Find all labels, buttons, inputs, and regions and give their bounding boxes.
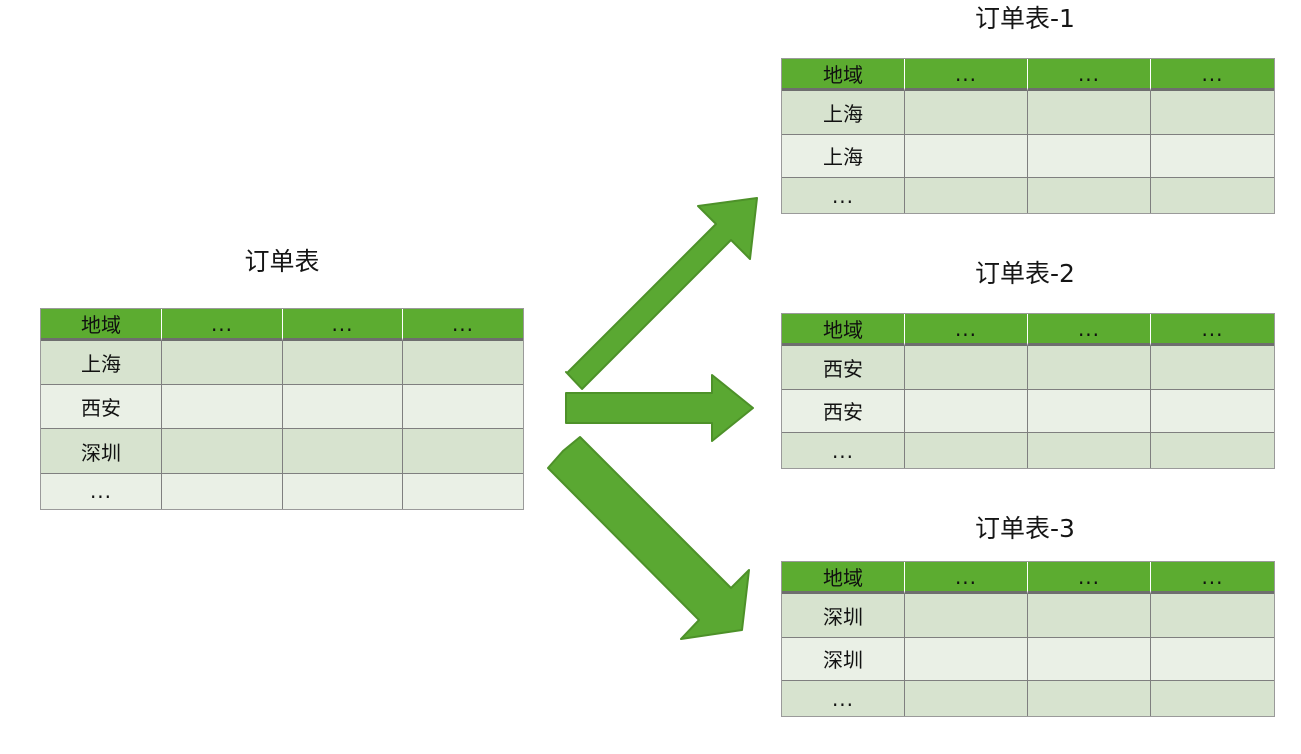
cell-blank [403,385,523,430]
table-row: ... [41,473,523,509]
column-header-2: ... [905,59,1028,91]
table-row: ... [782,433,1274,468]
cell-blank [283,429,403,474]
cell-region: ... [782,681,905,716]
cell-region: 西安 [782,346,905,390]
cell-region: 深圳 [41,429,162,474]
cell-blank [905,637,1028,682]
column-header-4: ... [403,309,523,341]
cell-blank [162,385,283,430]
table-row: 西安 [782,346,1274,390]
cell-blank [1151,346,1274,390]
cell-blank [905,346,1028,390]
column-header-2: ... [905,562,1028,594]
table-row: 上海 [782,91,1274,135]
cell-blank [1028,389,1151,434]
table-header-row: 地域 ... ... ... [782,314,1274,346]
cell-blank [283,385,403,430]
table-row: 西安 [41,385,523,430]
source-table-title: 订单表 [244,247,320,276]
column-header-region: 地域 [782,314,905,346]
cell-blank [1028,134,1151,179]
cell-region: 深圳 [782,637,905,682]
cell-region: 上海 [41,341,162,386]
cell-region: 西安 [782,389,905,434]
cell-blank [1151,433,1274,468]
column-header-4: ... [1151,314,1274,346]
arrow-to-table-2-icon [565,374,754,442]
cell-region: 西安 [41,385,162,430]
cell-blank [162,429,283,474]
arrow-to-table-3-icon [547,436,750,640]
column-header-3: ... [1028,59,1151,91]
column-header-3: ... [283,309,403,341]
cell-blank [162,341,283,386]
cell-region: ... [782,433,905,468]
target-table-2: 地域 ... ... ... 西安 西安 ... [781,313,1275,469]
cell-blank [1151,637,1274,682]
table-row: 上海 [782,134,1274,179]
table-row: 深圳 [782,637,1274,682]
table-row: ... [782,178,1274,213]
cell-blank [162,473,283,509]
source-table: 地域 ... ... ... 上海 西安 深圳 [40,308,524,510]
cell-blank [1151,91,1274,135]
cell-blank [905,594,1028,638]
cell-blank [905,134,1028,179]
cell-blank [905,91,1028,135]
cell-blank [1151,134,1274,179]
cell-blank [905,178,1028,213]
column-header-2: ... [162,309,283,341]
cell-blank [283,473,403,509]
cell-blank [1028,433,1151,468]
table-row: 深圳 [782,594,1274,638]
target-table-1-title: 订单表-1 [975,4,1075,33]
cell-blank [403,341,523,386]
cell-region: 上海 [782,91,905,135]
table-row: ... [782,681,1274,716]
cell-blank [1151,681,1274,716]
arrow-to-table-1-icon [565,197,758,390]
cell-blank [905,681,1028,716]
cell-region: 上海 [782,134,905,179]
column-header-2: ... [905,314,1028,346]
target-table-3-title: 订单表-3 [975,514,1075,543]
cell-blank [1151,178,1274,213]
table-header-row: 地域 ... ... ... [41,309,523,341]
cell-region: ... [41,473,162,509]
table-header-row: 地域 ... ... ... [782,59,1274,91]
cell-blank [1028,594,1151,638]
cell-blank [905,433,1028,468]
cell-blank [403,429,523,474]
cell-region: ... [782,178,905,213]
cell-blank [905,389,1028,434]
table-row: 深圳 [41,429,523,474]
table-row: 西安 [782,389,1274,434]
cell-blank [1028,178,1151,213]
column-header-3: ... [1028,314,1151,346]
column-header-3: ... [1028,562,1151,594]
target-table-2-title: 订单表-2 [975,259,1075,288]
cell-blank [1028,681,1151,716]
cell-blank [1151,389,1274,434]
column-header-region: 地域 [782,562,905,594]
cell-blank [1028,91,1151,135]
column-header-region: 地域 [782,59,905,91]
target-table-1: 地域 ... ... ... 上海 上海 ... [781,58,1275,214]
cell-blank [1028,637,1151,682]
table-header-row: 地域 ... ... ... [782,562,1274,594]
table-row: 上海 [41,341,523,386]
column-header-4: ... [1151,562,1274,594]
column-header-4: ... [1151,59,1274,91]
cell-blank [283,341,403,386]
cell-region: 深圳 [782,594,905,638]
cell-blank [1028,346,1151,390]
column-header-region: 地域 [41,309,162,341]
cell-blank [1151,594,1274,638]
target-table-3: 地域 ... ... ... 深圳 深圳 ... [781,561,1275,717]
cell-blank [403,473,523,509]
